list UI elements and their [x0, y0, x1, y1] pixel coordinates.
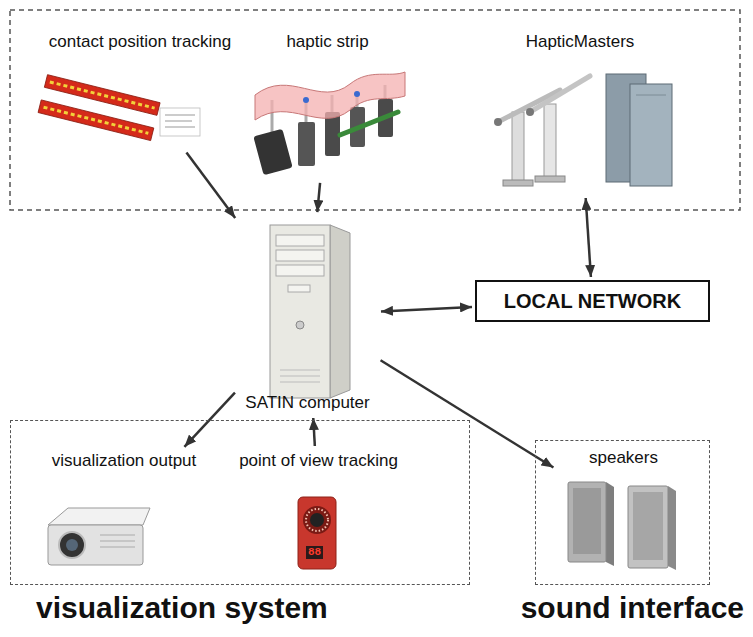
- projector-icon: [48, 508, 150, 565]
- tracking-camera: [298, 497, 336, 569]
- hapticmaster-device: HapticMasters: [480, 30, 680, 195]
- computer-node: SATIN computer: [237, 215, 378, 415]
- tracking-device: contact position tracking: [30, 30, 250, 150]
- connector-arrow: [381, 360, 554, 467]
- network-box: LOCAL NETWORK: [475, 280, 710, 322]
- sound-group: sound interfacespeakers: [535, 440, 710, 585]
- connector-arrow: [381, 307, 472, 311]
- device-label: HapticMasters: [526, 32, 635, 52]
- haptic-strip-device: haptic strip: [245, 30, 410, 180]
- device-label: SATIN computer: [245, 393, 369, 413]
- display-digits: 88: [306, 546, 323, 559]
- group-heading: visualization system: [36, 590, 328, 626]
- connector-arrow: [317, 183, 320, 212]
- connector-arrow: [186, 152, 235, 217]
- system-group: visualization systemvisualization output…: [10, 420, 470, 585]
- group-frame: [10, 10, 740, 210]
- hapticmaster-device: [494, 74, 672, 186]
- connector-arrow: [313, 418, 315, 446]
- connector-arrow: [586, 198, 591, 277]
- device-label: haptic strip: [286, 32, 368, 52]
- group-heading: sound interface: [521, 590, 744, 626]
- haptic-strip-device: [253, 72, 405, 175]
- device-label: speakers: [589, 448, 658, 468]
- speaker-icons: [568, 482, 676, 570]
- speaker-device: speakers: [556, 446, 691, 576]
- computer-tower: [270, 225, 350, 398]
- projector-device: visualization output: [29, 449, 219, 574]
- tracking-strips: [38, 75, 200, 141]
- device-label: visualization output: [52, 451, 197, 471]
- network-label: LOCAL NETWORK: [504, 289, 681, 313]
- device-label: point of view tracking: [239, 451, 398, 471]
- device-label: contact position tracking: [49, 32, 231, 52]
